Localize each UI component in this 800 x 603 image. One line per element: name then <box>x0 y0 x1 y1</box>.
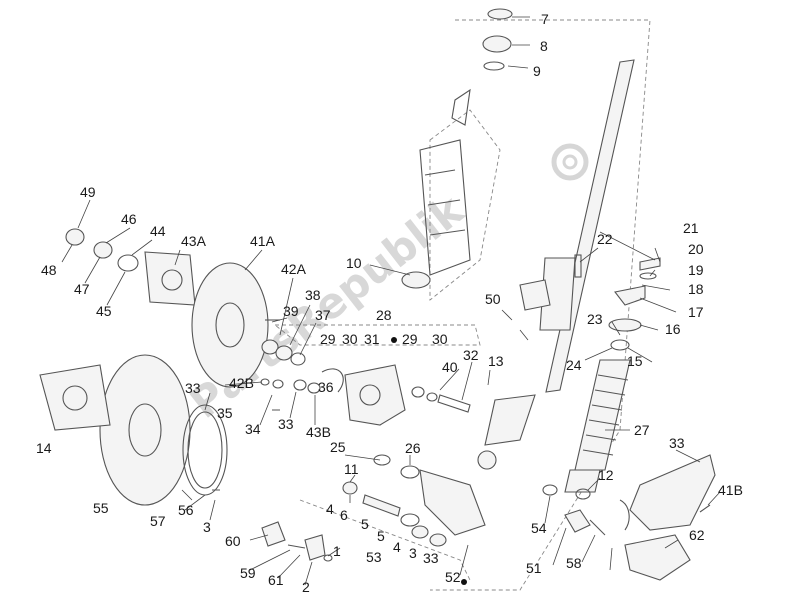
bearings-spacers <box>260 339 344 394</box>
callout-8: 8 <box>540 38 548 54</box>
gear-icon <box>551 143 589 181</box>
callout-30a: 30 <box>342 331 358 347</box>
callout-29a: 29 <box>320 331 336 347</box>
brake-disc-41A <box>191 262 269 388</box>
callout-10: 10 <box>346 255 362 271</box>
callout-60: 1 <box>333 543 341 559</box>
callout-55: 57 <box>150 513 166 529</box>
callout-7: 7 <box>541 11 549 27</box>
callout-9: 9 <box>533 63 541 79</box>
callout-3b: 33 <box>423 550 439 566</box>
callout-33a: 40 <box>442 359 458 375</box>
callout-15: 15 <box>627 353 643 369</box>
callout-61: 2 <box>302 579 310 595</box>
callout-11: 33 <box>669 435 685 451</box>
callout-21: 21 <box>683 220 699 236</box>
brake-caliper <box>344 364 471 426</box>
callout-51: 58 <box>566 555 582 571</box>
callout-12: 41B <box>718 482 743 498</box>
callout-50: 50 <box>485 291 501 307</box>
callout-59: 61 <box>268 572 284 588</box>
callout-2: 52 <box>445 569 461 585</box>
leader-lines <box>61 16 721 586</box>
callout-5a: 5 <box>377 528 385 544</box>
callout-1: 53 <box>366 549 382 565</box>
callout-27: 25 <box>330 439 346 455</box>
hub-43A-group <box>65 228 196 306</box>
callout-20: 20 <box>688 241 704 257</box>
callout-33e: 54 <box>531 520 547 536</box>
shock-absorber <box>564 318 642 493</box>
rings-33-shock <box>542 484 591 500</box>
front-mudguard-11 <box>619 454 716 531</box>
callout-28: 28 <box>376 307 392 323</box>
headset-bearing-parts <box>451 8 513 126</box>
frame-steering-tube <box>419 139 471 276</box>
callout-48: 48 <box>41 262 57 278</box>
callout-44: 44 <box>150 223 166 239</box>
callout-4b: 3 <box>409 545 417 561</box>
callout-25: 26 <box>405 440 421 456</box>
callout-45: 45 <box>96 303 112 319</box>
callout-23: 23 <box>587 311 603 327</box>
callout-43A: 43A <box>181 233 207 249</box>
callout-16: 16 <box>665 321 681 337</box>
callout-31: 31 <box>364 331 380 347</box>
callout-18: 18 <box>688 281 704 297</box>
callout-36: 35 <box>217 405 233 421</box>
callout-4a: 6 <box>340 507 348 523</box>
callout-56: 3 <box>203 519 211 535</box>
callout-46: 46 <box>121 211 137 227</box>
callout-40: 42B <box>229 375 254 391</box>
callout-49: 49 <box>80 184 96 200</box>
callout-42B: 33 <box>185 380 201 396</box>
bottom-fasteners <box>212 319 711 562</box>
callout-19: 19 <box>688 262 704 278</box>
dot-marker-28 <box>391 337 397 343</box>
cover-54 <box>624 534 691 581</box>
callout-62: 60 <box>225 533 241 549</box>
callout-47: 47 <box>74 281 90 297</box>
callout-13: 13 <box>488 353 504 369</box>
callout-3a: 4 <box>326 501 334 517</box>
callout-30b: 30 <box>432 331 448 347</box>
callout-57: 56 <box>178 502 194 518</box>
callout-42A: 42A <box>281 261 307 277</box>
lower-link-assembly <box>342 454 486 547</box>
small-fasteners-17-21 <box>574 254 661 306</box>
callout-32: 32 <box>463 347 479 363</box>
callout-33d: 12 <box>598 467 614 483</box>
callout-41B: 55 <box>93 500 109 516</box>
callout-labels: 7 8 9 10 49 46 44 43A 41A 48 47 45 42A 2… <box>36 11 743 595</box>
dot-marker-2 <box>461 579 467 585</box>
callout-24: 24 <box>566 357 582 373</box>
callout-54: 62 <box>689 527 705 543</box>
callout-6: 5 <box>361 516 369 532</box>
callout-37: 37 <box>315 307 331 323</box>
callout-43B: 14 <box>36 440 52 456</box>
fork-leg <box>477 59 635 470</box>
callout-38: 38 <box>305 287 321 303</box>
callout-5b: 4 <box>393 539 401 555</box>
callout-22: 22 <box>597 231 613 247</box>
callout-39: 39 <box>283 303 299 319</box>
callout-34: 33 <box>278 416 294 432</box>
callout-33c: 43B <box>306 424 331 440</box>
hub-43B <box>39 364 111 431</box>
callout-26: 11 <box>344 461 359 477</box>
callout-29b: 29 <box>402 331 418 347</box>
callout-14: 27 <box>634 422 650 438</box>
callout-58: 59 <box>240 565 256 581</box>
ring-10 <box>401 271 431 289</box>
callout-33b: 36 <box>318 379 334 395</box>
brake-disc-41B <box>99 354 191 506</box>
callout-17: 17 <box>688 304 704 320</box>
callout-41A: 41A <box>250 233 276 249</box>
callout-35: 34 <box>245 421 261 437</box>
callout-53: 51 <box>526 560 542 576</box>
